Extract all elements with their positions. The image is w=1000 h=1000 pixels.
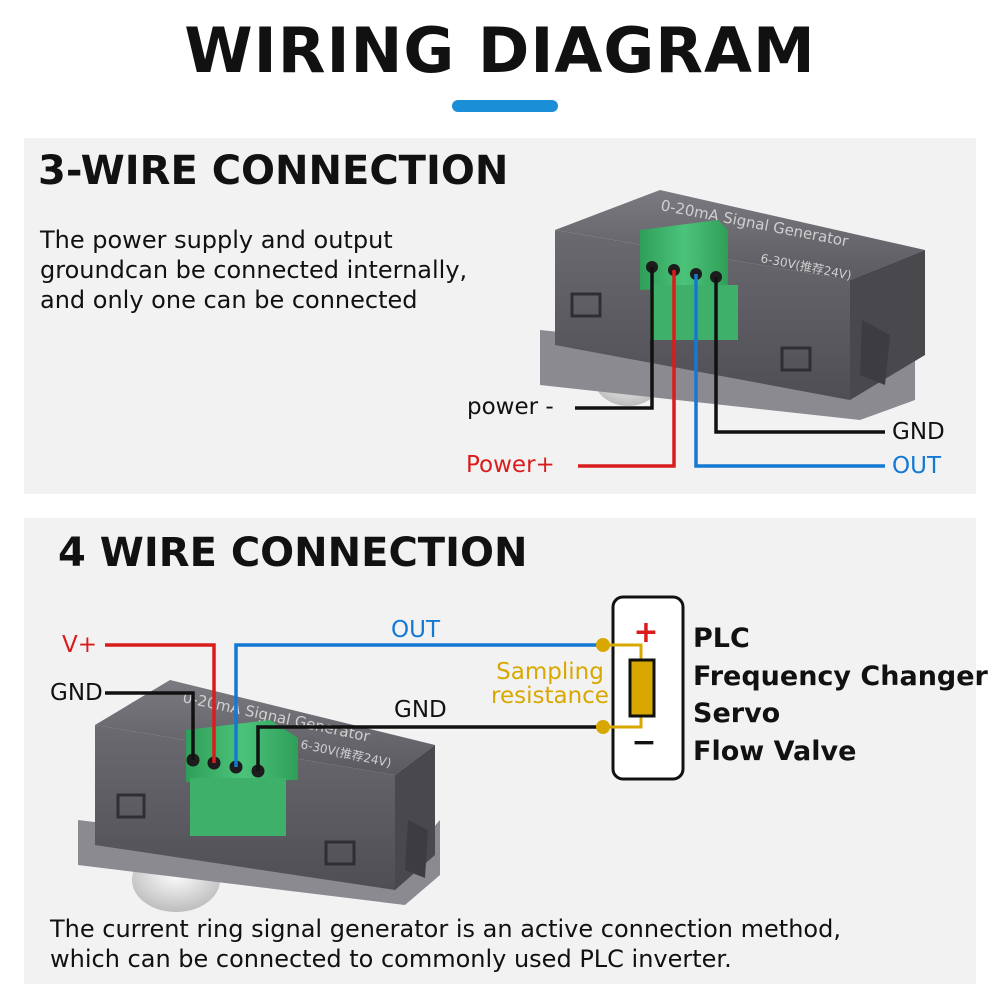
plus-sign: + — [633, 615, 658, 650]
sampling-resistor-icon — [628, 658, 656, 718]
junction-dot-top — [596, 638, 610, 652]
resistor-lead-top — [603, 643, 643, 660]
sampling-resistance-label: Sampling resistance — [486, 660, 614, 708]
device-latch — [780, 346, 812, 372]
label-power-minus: power - — [467, 394, 554, 420]
junction-dot-bottom — [596, 720, 610, 734]
wire-out — [234, 643, 603, 767]
three-wire-description-line: groundcan be connected internally, — [40, 256, 468, 284]
title-accent-bar — [452, 100, 558, 112]
target-device-item: Servo — [693, 698, 781, 729]
target-device-list: PLC Frequency Changer Servo Flow Valve — [693, 620, 988, 770]
page-title: WIRING DIAGRAM — [184, 14, 816, 87]
terminal-block-top — [186, 720, 298, 782]
target-device-item: Frequency Changer — [693, 660, 988, 692]
label-out: OUT — [892, 453, 941, 479]
label-power-plus: Power+ — [466, 452, 555, 478]
wire-gnd-mid — [256, 725, 603, 771]
label-gnd-left: GND — [50, 680, 103, 706]
terminal-block-top — [640, 220, 728, 290]
four-wire-note: The current ring signal generator is an … — [50, 914, 841, 974]
four-wire-note-line: The current ring signal generator is an … — [50, 915, 841, 943]
three-wire-description-line: The power supply and output — [40, 226, 393, 254]
three-wire-title: 3-WIRE CONNECTION — [38, 148, 509, 194]
device-latch — [324, 840, 356, 866]
wire-gnd-left — [105, 691, 195, 760]
device-latch — [116, 793, 146, 819]
signal-generator-device-1: 0-20mA Signal Generator 6-30V(推荐24V) — [540, 190, 925, 420]
three-wire-description: The power supply and output groundcan be… — [40, 225, 467, 315]
wire-power-plus — [578, 270, 676, 468]
three-wire-description-line: and only one can be connected — [40, 286, 418, 314]
label-out-4wire: OUT — [391, 617, 440, 643]
four-wire-title: 4 WIRE CONNECTION — [58, 530, 528, 576]
minus-sign: − — [631, 725, 656, 760]
target-device-item: Flow Valve — [693, 735, 857, 767]
label-gnd: GND — [892, 419, 945, 445]
terminal-block-body — [190, 778, 286, 836]
four-wire-note-line: which can be connected to commonly used … — [50, 945, 732, 973]
wire-power-minus — [575, 267, 654, 410]
device-clip — [860, 320, 890, 385]
signal-generator-device-2: 0-20mA Signal Generator 6-30V(推荐24V) — [78, 680, 440, 912]
sampling-resistance-line: resistance — [491, 683, 609, 709]
resistor-lead-bottom — [603, 716, 643, 729]
wire-gnd — [714, 277, 885, 434]
label-v-plus: V+ — [62, 632, 98, 658]
wire-v-plus — [105, 643, 216, 763]
target-device-item: PLC — [693, 623, 750, 654]
sampling-resistance-line: Sampling — [496, 659, 604, 685]
device-latch — [570, 292, 602, 318]
device-clip — [405, 820, 428, 878]
label-gnd-mid: GND — [394, 697, 447, 723]
device-top-face — [555, 190, 925, 280]
wire-out — [694, 274, 885, 468]
terminal-block-body — [650, 285, 738, 340]
